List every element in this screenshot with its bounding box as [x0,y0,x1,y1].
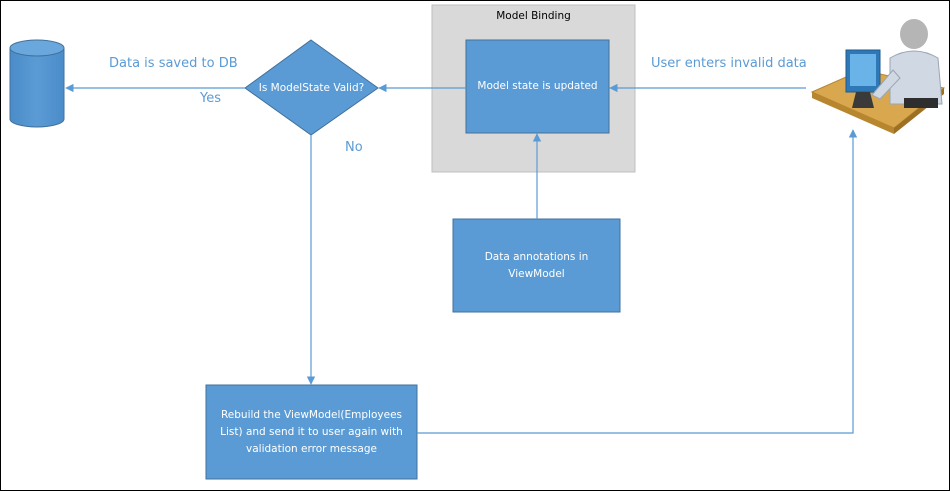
user-enters-label: User enters invalid data [651,56,807,71]
yes-label: Yes [200,91,221,106]
connector-rebuild-to-user [417,129,858,434]
annotations-label: Data annotations in ViewModel [484,250,589,280]
database-icon [9,39,65,128]
user-at-computer-icon [810,19,946,134]
rebuild-box [205,384,418,480]
model-state-box [465,39,610,134]
db-saved-label: Data is saved to DB [109,56,238,71]
model-binding-title: Model Binding [496,10,571,22]
rebuild-label: Rebuild the ViewModel(Employees List) an… [220,408,403,455]
decision-label: Is ModelState Valid? [258,81,365,94]
model-state-label: Model state is updated [477,80,598,92]
no-label: No [345,140,363,155]
